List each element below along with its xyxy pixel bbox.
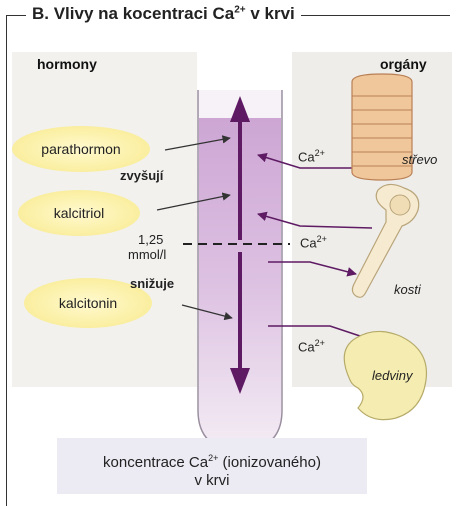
- ca-gut-label: Ca2+: [298, 148, 325, 164]
- kidney-label: ledviny: [372, 368, 412, 383]
- bone-image: [352, 184, 418, 297]
- ca-bone-label: Ca2+: [300, 234, 327, 250]
- gut-label: střevo: [402, 152, 437, 167]
- footer-caption: koncentrace Ca2+ (ionizovaného) v krvi: [57, 449, 367, 490]
- kalcitriol-hormone: kalcitriol: [18, 190, 140, 236]
- bone-label: kosti: [394, 282, 421, 297]
- threshold-unit: mmol/l: [128, 247, 166, 262]
- increase-label: zvyšují: [120, 168, 163, 183]
- ca-kidney-label: Ca2+: [298, 338, 325, 354]
- decrease-label: snižuje: [130, 276, 174, 291]
- parathormon-hormone: parathormon: [12, 126, 150, 172]
- threshold-value: 1,25: [138, 232, 163, 247]
